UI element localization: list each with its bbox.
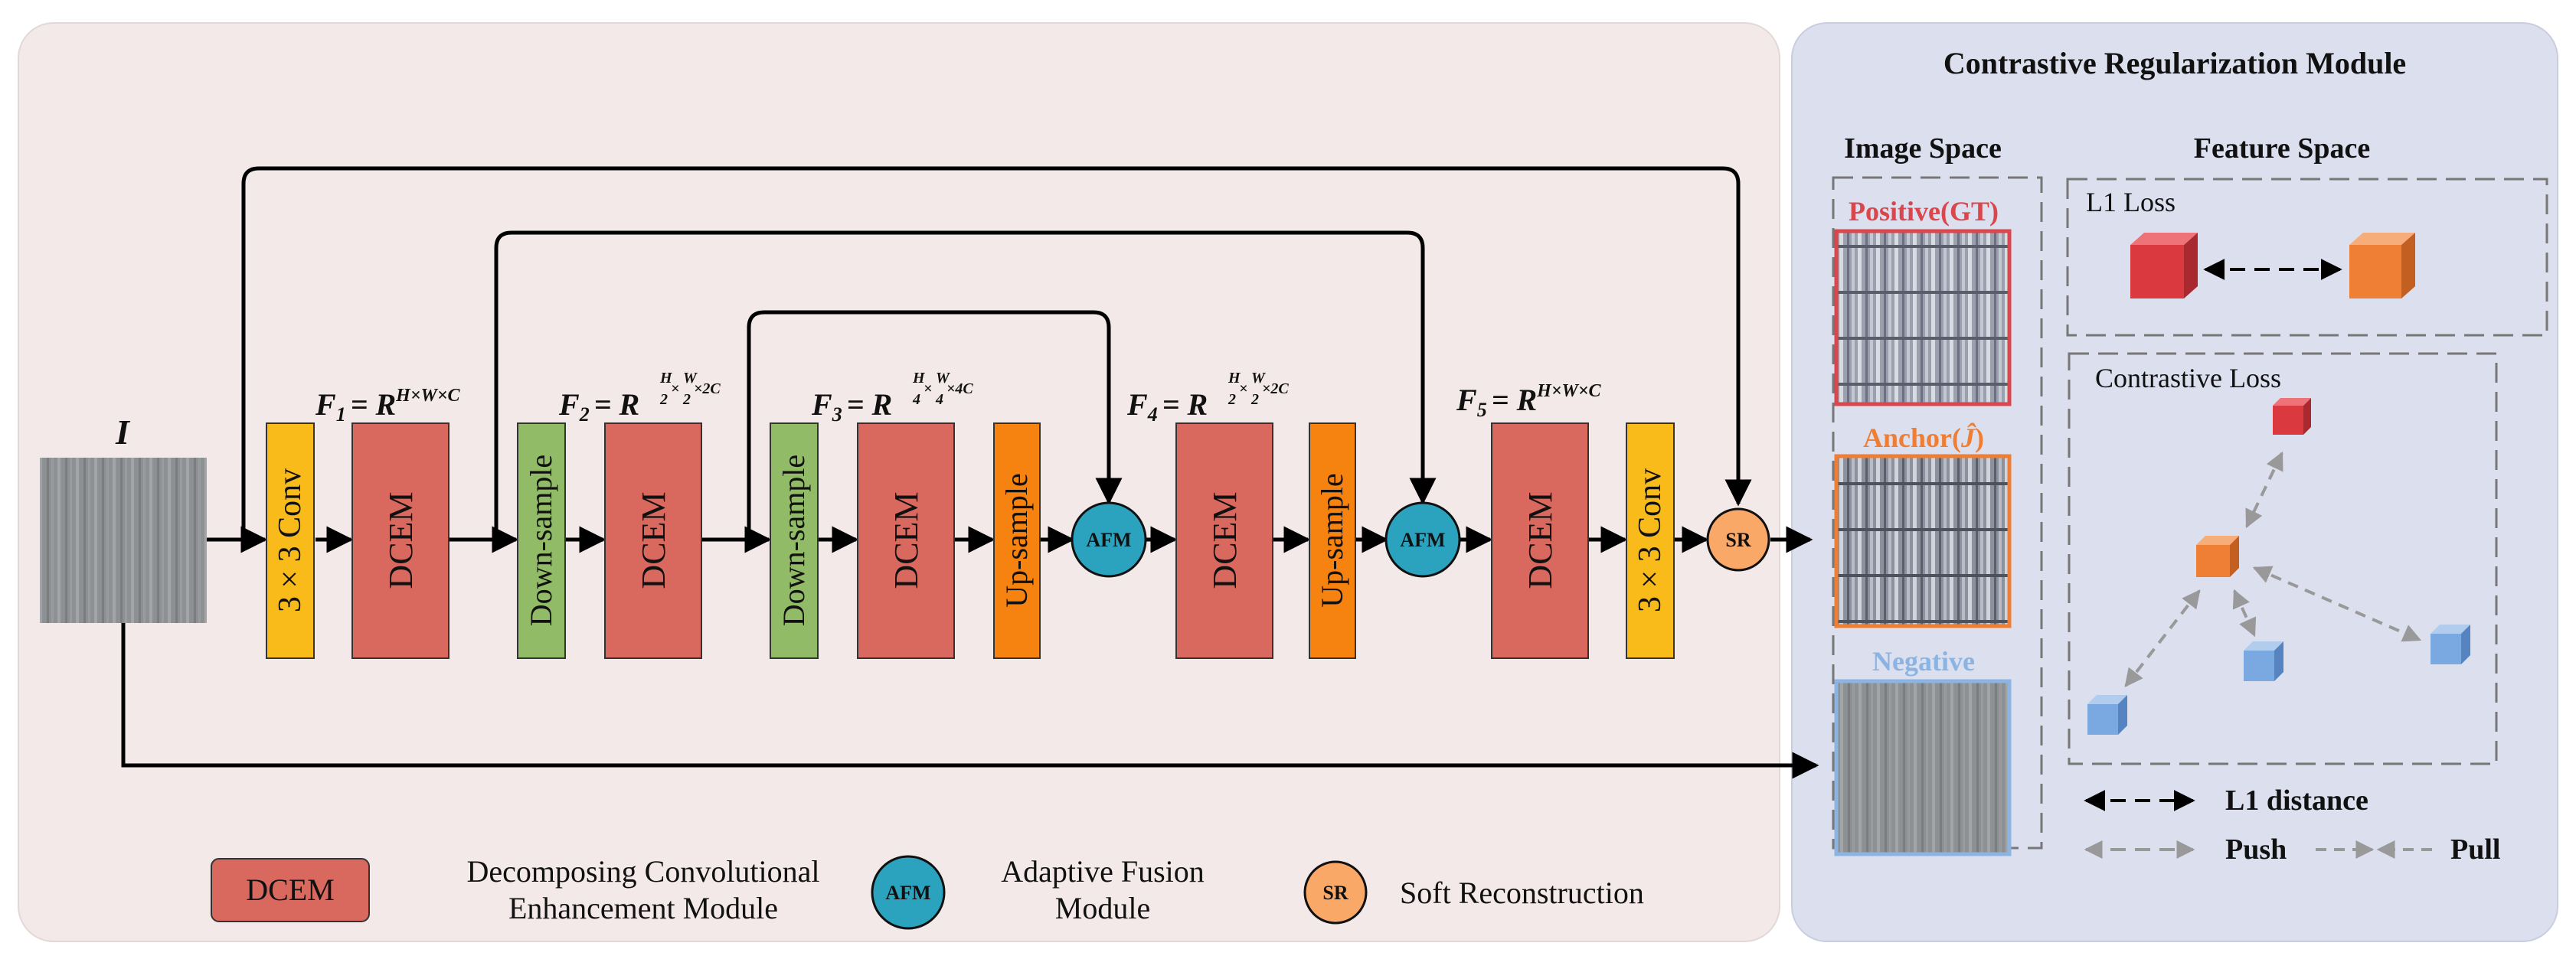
svg-text:×4C: ×4C	[946, 380, 973, 397]
feature-label-f3: F3= R H 4 × W 4 ×4C	[811, 370, 973, 426]
feature-space-heading: Feature Space	[2194, 132, 2370, 165]
svg-text:W: W	[1251, 370, 1266, 387]
svg-text:H: H	[1228, 370, 1241, 387]
legend-sr-circle	[1303, 860, 1368, 925]
afm-node-1: AFM	[1071, 501, 1147, 578]
contrastive-loss-label: Contrastive Loss	[2095, 363, 2281, 393]
dcem-block-1: DCEM	[351, 422, 449, 659]
legend: DCEM Decomposing Convolutional Enhanceme…	[211, 854, 1644, 930]
push-arrow-3	[2252, 566, 2422, 642]
svg-text:Decomposing Convolutional: Decomposing Convolutional	[466, 854, 819, 889]
svg-text:Down-sample: Down-sample	[776, 455, 811, 626]
svg-text:F3= R: F3= R	[811, 387, 892, 426]
legend-dcem-box	[211, 858, 370, 922]
svg-text:F5= RH×W×C: F5= RH×W×C	[1456, 381, 1602, 421]
svg-text:2: 2	[1250, 391, 1259, 408]
svg-text:SR: SR	[1725, 529, 1751, 551]
feature-label-f4: F4= R H 2 × W 2 ×2C	[1126, 370, 1289, 426]
contrastive-loss-box	[2068, 352, 2498, 765]
image-space-heading: Image Space	[1844, 132, 2002, 165]
svg-text:W: W	[936, 370, 950, 387]
svg-text:×: ×	[1239, 380, 1247, 397]
svg-text:4: 4	[935, 391, 943, 408]
l1-distance-label: L1 distance	[2225, 784, 2368, 817]
positive-label: Positive(GT)	[1849, 196, 1999, 227]
dcem-block-3: DCEM	[857, 422, 955, 659]
svg-text:F4= R: F4= R	[1126, 387, 1208, 426]
pull-arrow	[2245, 451, 2283, 529]
legend-afm-circle	[871, 855, 946, 930]
push-label: Push	[2225, 833, 2287, 866]
l1-loss-label: L1 Loss	[2086, 187, 2176, 217]
feature-label-f5: F5= RH×W×C	[1456, 381, 1602, 421]
svg-text:×2C: ×2C	[1262, 380, 1289, 397]
input-image	[40, 458, 207, 623]
conv-out-block: 3 × 3 Conv	[1626, 422, 1675, 659]
svg-text:4: 4	[912, 391, 920, 408]
l1-loss-box	[2066, 178, 2548, 337]
pull-label: Pull	[2450, 833, 2500, 866]
svg-text:×: ×	[924, 380, 932, 397]
anchor-label: Anchor(Ĵ)	[1863, 422, 1984, 453]
positive-image	[1834, 229, 2012, 406]
module-title: Contrastive Regularization Module	[1943, 46, 2406, 80]
push-arrow-1	[2124, 589, 2201, 687]
svg-text:AFM: AFM	[1400, 529, 1445, 551]
upsample-block-1: Up-sample	[993, 422, 1041, 659]
dcem-block-2: DCEM	[604, 422, 702, 659]
svg-text:Adaptive Fusion: Adaptive Fusion	[1001, 854, 1205, 889]
blue-cube-1	[2087, 695, 2127, 735]
svg-text:F2= R: F2= R	[558, 387, 639, 426]
svg-text:Up-sample: Up-sample	[1315, 473, 1349, 608]
svg-text:3 × 3 Conv: 3 × 3 Conv	[1633, 468, 1668, 612]
push-arrow-2	[2232, 589, 2257, 638]
svg-text:Module: Module	[1055, 891, 1150, 925]
svg-text:Soft Reconstruction: Soft Reconstruction	[1400, 876, 1644, 910]
blue-cube-3	[2431, 625, 2470, 664]
feature-label-f2: F2= R H 2 × W 2 ×2C	[558, 370, 721, 426]
svg-text:DCEM: DCEM	[382, 491, 420, 589]
downsample-block-2: Down-sample	[770, 422, 819, 659]
orange-cube-l1	[2349, 233, 2415, 298]
svg-text:3 × 3 Conv: 3 × 3 Conv	[273, 468, 308, 612]
anchor-image	[1834, 454, 2012, 628]
svg-text:DCEM: DCEM	[246, 873, 335, 907]
svg-text:DCEM: DCEM	[888, 491, 925, 589]
svg-text:SR: SR	[1322, 882, 1348, 904]
svg-text:Down-sample: Down-sample	[524, 455, 558, 626]
svg-text:AFM: AFM	[885, 882, 930, 904]
blue-cube-2	[2244, 641, 2283, 681]
svg-text:×: ×	[671, 380, 679, 397]
red-cube-l1	[2130, 233, 2198, 298]
image-space-box	[1832, 176, 2043, 850]
negative-image	[1834, 679, 2012, 856]
svg-text:2: 2	[659, 391, 668, 408]
dcem-block-4: DCEM	[1175, 422, 1273, 659]
svg-text:F1= RH×W×C: F1= RH×W×C	[315, 386, 461, 426]
conv-in-block: 3 × 3 Conv	[266, 422, 315, 659]
sr-node: SR	[1706, 507, 1770, 572]
upsample-block-2: Up-sample	[1309, 422, 1356, 659]
input-label: I	[115, 413, 131, 452]
downsample-block-1: Down-sample	[517, 422, 566, 659]
svg-text:AFM: AFM	[1086, 529, 1131, 551]
svg-text:DCEM: DCEM	[1522, 491, 1559, 589]
svg-text:Enhancement Module: Enhancement Module	[508, 891, 778, 925]
svg-text:Up-sample: Up-sample	[999, 473, 1034, 608]
feature-label-f1: F1= RH×W×C	[315, 386, 461, 426]
svg-text:2: 2	[682, 391, 691, 408]
svg-text:H: H	[659, 370, 673, 387]
svg-text:H: H	[912, 370, 926, 387]
orange-cube-contrast	[2196, 536, 2239, 577]
afm-node-2: AFM	[1384, 501, 1461, 578]
svg-text:2: 2	[1228, 391, 1236, 408]
svg-text:×2C: ×2C	[694, 380, 721, 397]
red-cube-contrast	[2273, 398, 2311, 435]
svg-text:DCEM: DCEM	[635, 491, 672, 589]
svg-text:W: W	[683, 370, 698, 387]
negative-label: Negative	[1872, 646, 1975, 677]
dcem-block-5: DCEM	[1491, 422, 1589, 659]
svg-text:DCEM: DCEM	[1206, 491, 1244, 589]
